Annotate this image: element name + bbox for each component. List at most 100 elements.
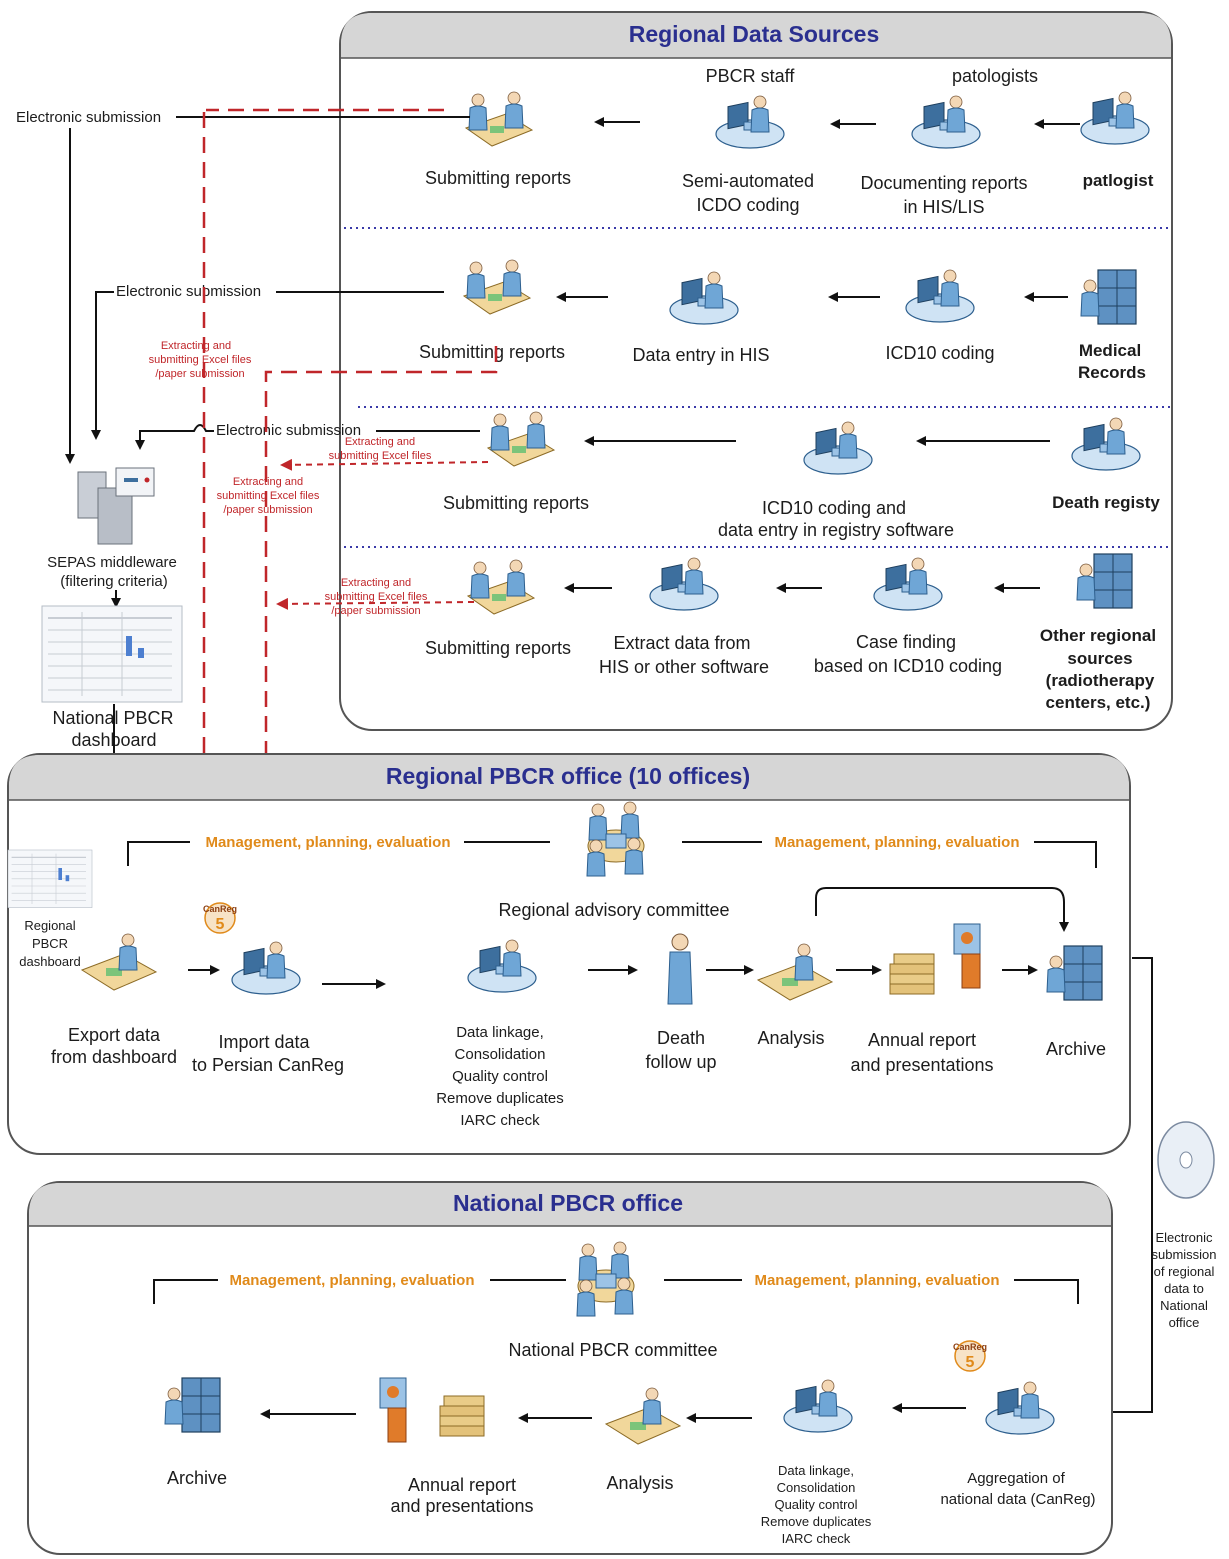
analysis-label: Analysis (757, 1028, 824, 1048)
import-data-label-2: to Persian CanReg (192, 1055, 344, 1075)
extract-excel-label: Extracting and (345, 436, 415, 448)
electronic-transfer-label-2: submission (1151, 1247, 1216, 1262)
extract-excel-paper-label: Extracting and (341, 577, 411, 589)
icdo-coding-label: Semi-automated (682, 171, 814, 191)
regional-dashboard-label-3: dashboard (19, 954, 80, 969)
icdo-coding-label-2: ICDO coding (696, 195, 799, 215)
management-planning-label: Management, planning, evaluation (774, 834, 1019, 851)
pathology-row: patlogist patologists Documenting report… (425, 66, 1154, 217)
death-coding-label-2: data entry in registry software (718, 520, 954, 540)
regional-data-sources-title: Regional Data Sources (629, 21, 880, 47)
canreg-logo-number: 5 (216, 916, 225, 933)
cd-disc-icon (1157, 1121, 1215, 1199)
medical-records-label-2: Records (1078, 363, 1146, 382)
electronic-transfer-label-4: data to (1164, 1281, 1204, 1296)
annual-report-label-2: and presentations (390, 1496, 533, 1516)
aggregation-label-2: national data (CanReg) (940, 1491, 1095, 1508)
icd10-coding-label: ICD10 coding (885, 343, 994, 363)
data-linkage-label-3: Quality control (452, 1068, 548, 1085)
national-dashboard-screenshot (41, 605, 183, 703)
data-linkage-label: Data linkage, (456, 1024, 544, 1041)
data-entry-his-label: Data entry in HIS (632, 345, 769, 365)
death-registry-label: Death registy (1052, 493, 1160, 512)
case-finding-label-2: based on ICD10 coding (814, 656, 1002, 676)
death-follow-up-label: Death (657, 1028, 705, 1048)
canreg-logo-text: CanReg (953, 1342, 987, 1352)
national-linkage-label-4: Remove duplicates (761, 1514, 872, 1529)
death-follow-up-label-2: follow up (645, 1052, 716, 1072)
electronic-transfer-label-5: National (1160, 1298, 1208, 1313)
annual-report-label-2: and presentations (850, 1055, 993, 1075)
canreg-logo-number: 5 (966, 1354, 975, 1371)
export-data-label-2: from dashboard (51, 1047, 177, 1067)
other-sources-row: Other regional sources (radiotherapy cen… (425, 554, 1156, 712)
electronic-transfer-label: Electronic (1155, 1230, 1213, 1245)
electronic-submission-label: Electronic submission (216, 422, 361, 439)
death-coding-label: ICD10 coding and (762, 498, 906, 518)
import-data-label: Import data (218, 1032, 310, 1052)
annual-report-stack-icon (889, 953, 935, 995)
regional-dashboard-label: Regional (24, 918, 75, 933)
annual-report-stack-icon (439, 1395, 485, 1437)
data-linkage-label-5: IARC check (460, 1112, 540, 1129)
national-linkage-label-3: Quality control (774, 1497, 857, 1512)
case-finding-label: Case finding (856, 632, 956, 652)
medical-records-label: Medical (1079, 341, 1141, 360)
management-planning-label: Management, planning, evaluation (205, 834, 450, 851)
other-sources-label-2: sources (1067, 649, 1132, 668)
data-linkage-label-4: Remove duplicates (436, 1090, 564, 1107)
electronic-submission-label: Electronic submission (16, 109, 161, 126)
national-committee-label: National PBCR committee (508, 1340, 717, 1360)
extract-excel-paper-label-2: submitting Excel files (217, 490, 320, 502)
archive-label: Archive (1046, 1039, 1106, 1059)
extract-excel-paper-label-3: /paper submission (223, 504, 312, 516)
documenting-reports-label-2: in HIS/LIS (903, 197, 984, 217)
sepas-middleware: SEPAS middleware (filtering criteria) Na… (41, 467, 183, 950)
medical-records-row: Medical Records ICD10 coding Data entry … (419, 260, 1146, 382)
national-linkage-label: Data linkage, (778, 1463, 854, 1478)
extract-excel-paper-label-3: /paper submission (155, 368, 244, 380)
extract-excel-paper-label-3: /paper submission (331, 605, 420, 617)
export-data-label: Export data (68, 1025, 161, 1045)
national-office-panel: National PBCR office Management, plannin… (27, 1181, 1113, 1555)
submitting-reports-label: Submitting reports (425, 168, 571, 188)
left-side-flows: Electronic submission Electronic submiss… (16, 108, 498, 880)
aggregation-label: Aggregation of (967, 1470, 1065, 1487)
data-linkage-label-2: Consolidation (455, 1046, 546, 1063)
national-office-title: National PBCR office (453, 1190, 683, 1216)
electronic-transfer-label-6: office (1169, 1315, 1200, 1330)
extract-data-label-2: HIS or other software (599, 657, 769, 677)
pathologist-label: patlogist (1083, 171, 1154, 190)
submitting-reports-label: Submitting reports (443, 493, 589, 513)
other-sources-label-4: centers, etc.) (1046, 693, 1151, 712)
pathologists-label: patologists (952, 66, 1038, 86)
national-linkage-label-5: IARC check (782, 1531, 851, 1546)
other-sources-label-3: (radiotherapy (1046, 671, 1155, 690)
extract-excel-paper-label: Extracting and (233, 476, 303, 488)
death-registry-row: Death registy ICD10 coding and data entr… (443, 412, 1160, 540)
extract-excel-label-2: submitting Excel files (329, 450, 432, 462)
annual-report-label: Annual report (408, 1475, 516, 1495)
pbcr-staff-label: PBCR staff (706, 66, 796, 86)
analysis-label: Analysis (606, 1473, 673, 1493)
archive-label: Archive (167, 1468, 227, 1488)
regional-office-panel: Regional PBCR office (10 offices) Manage… (7, 753, 1131, 1155)
death-follow-up-person-icon (667, 933, 693, 1005)
sepas-label-2: (filtering criteria) (60, 573, 168, 590)
extract-excel-paper-label-2: submitting Excel files (149, 354, 252, 366)
regional-dashboard-label-2: PBCR (32, 936, 68, 951)
extract-excel-paper-label: Extracting and (161, 340, 231, 352)
management-planning-label: Management, planning, evaluation (754, 1272, 999, 1289)
management-planning-label: Management, planning, evaluation (229, 1272, 474, 1289)
regional-dashboard-screenshot (7, 849, 93, 908)
extract-excel-paper-label-2: submitting Excel files (325, 591, 428, 603)
national-linkage-label-2: Consolidation (777, 1480, 856, 1495)
submitting-reports-label: Submitting reports (419, 342, 565, 362)
sepas-label: SEPAS middleware (47, 554, 177, 571)
regional-committee-label: Regional advisory committee (498, 900, 729, 920)
documenting-reports-label: Documenting reports (860, 173, 1027, 193)
transfer-to-national: Electronic submission of regional data t… (1084, 957, 1217, 1417)
submitting-reports-label: Submitting reports (425, 638, 571, 658)
regional-data-sources-panel: Regional Data Sources (339, 11, 1173, 731)
regional-office-title: Regional PBCR office (10 offices) (386, 763, 750, 789)
